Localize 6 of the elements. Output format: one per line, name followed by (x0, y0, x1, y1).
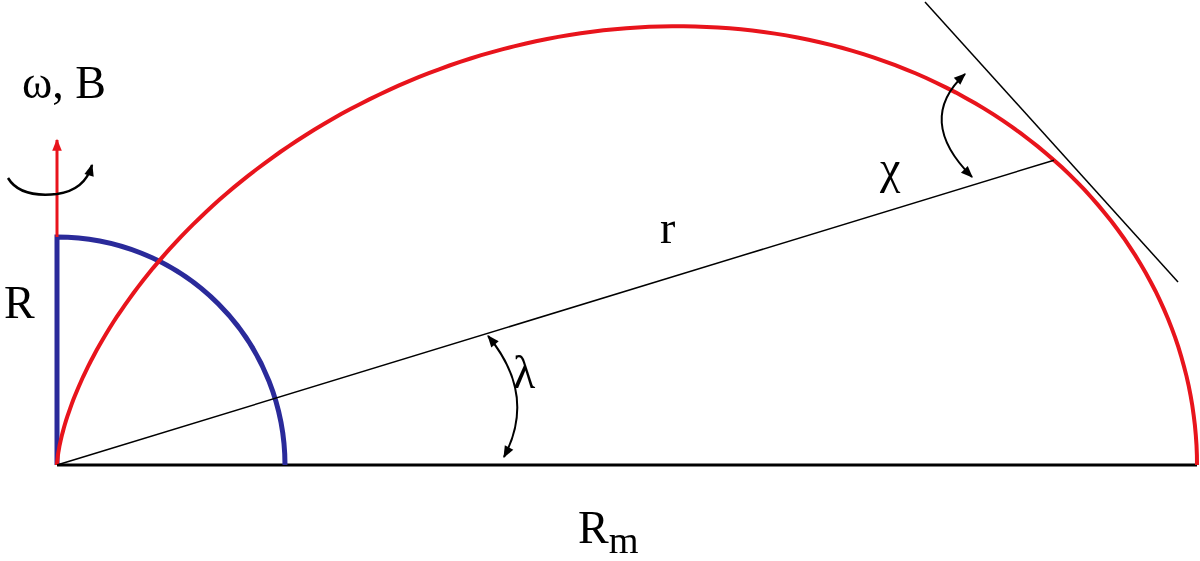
angle-label: λ (513, 350, 536, 396)
axis-label: ω, B (22, 60, 106, 106)
radius-label: r (660, 205, 676, 251)
angle-label: χ (880, 145, 901, 191)
distance-label: R$_{m}$ (578, 505, 639, 560)
radius-label: R (4, 280, 35, 326)
